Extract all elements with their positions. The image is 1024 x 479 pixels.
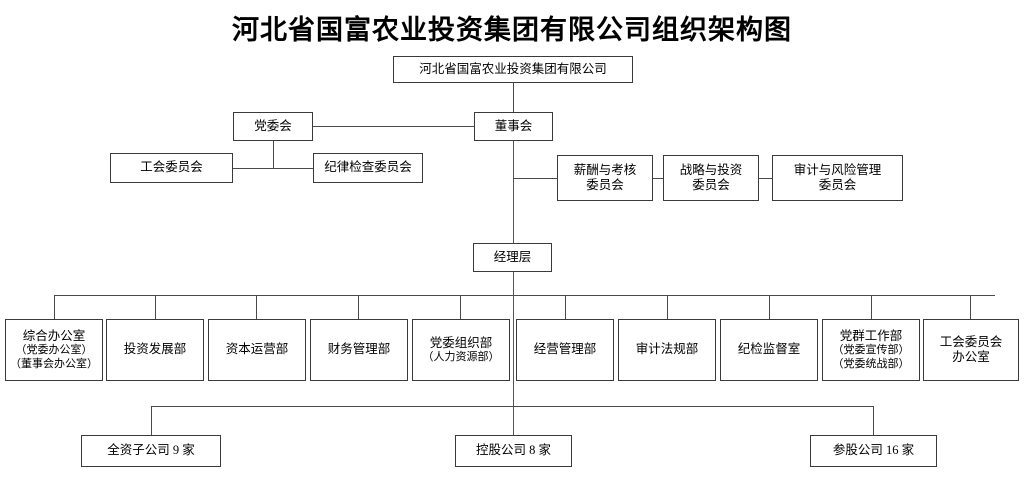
node-sub2-line1: 控股公司 8 家 <box>475 443 551 458</box>
connector-party-children-bar <box>233 168 313 169</box>
node-holding-companies[interactable]: 控股公司 8 家 <box>455 435 572 467</box>
node-strategy-line2: 委员会 <box>692 178 730 192</box>
node-dept-party-mass-work[interactable]: 党群工作部 （党委宣传部） （党委统战部） <box>822 319 920 381</box>
node-dept10-line1: 工会委员会 <box>939 334 1003 349</box>
node-strategy-investment-committee[interactable]: 战略与投资 委员会 <box>663 155 759 201</box>
node-wholly-owned-subsidiaries[interactable]: 全资子公司 9 家 <box>81 435 221 467</box>
node-audit-risk-line2: 委员会 <box>818 178 857 192</box>
node-labor-union-committee[interactable]: 工会委员会 <box>110 153 233 183</box>
connector-drop-sub1 <box>151 406 152 435</box>
node-dept6-line1: 经营管理部 <box>533 342 597 357</box>
connector-management-stem <box>513 272 514 295</box>
node-company-line1: 河北省国富农业投资集团有限公司 <box>419 61 607 76</box>
node-party-committee[interactable]: 党委会 <box>233 112 313 141</box>
connector-board-spine <box>513 141 514 245</box>
connector-department-bar <box>54 295 995 296</box>
node-labor-union-line1: 工会委员会 <box>140 160 203 175</box>
node-dept1-line1: 综合办公室 <box>22 328 86 343</box>
node-equity-participation-companies[interactable]: 参股公司 16 家 <box>810 435 937 467</box>
node-dept-capital-operation[interactable]: 资本运营部 <box>208 319 306 381</box>
node-dept-investment-development[interactable]: 投资发展部 <box>106 319 204 381</box>
node-board-line1: 董事会 <box>494 118 533 133</box>
connector-subsidiary-bar <box>151 406 873 407</box>
node-management-line1: 经理层 <box>493 249 532 264</box>
connector-drop-dept8 <box>769 295 770 319</box>
node-compensation-line2: 委员会 <box>586 178 624 192</box>
connector-drop-dept5 <box>460 295 461 319</box>
connector-drop-dept7 <box>667 295 668 319</box>
connector-drop-dept1 <box>54 295 55 319</box>
node-party-committee-line1: 党委会 <box>254 118 292 133</box>
node-audit-risk-committee[interactable]: 审计与风险管理 委员会 <box>772 155 903 201</box>
node-dept-union-office[interactable]: 工会委员会 办公室 <box>923 319 1019 381</box>
connector-board-to-party <box>313 126 474 127</box>
node-dept5-line1: 党委组织部 <box>429 335 493 350</box>
connector-board-to-committees <box>513 178 557 179</box>
node-sub3-line1: 参股公司 16 家 <box>832 443 915 458</box>
node-discipline-inspection-committee[interactable]: 纪律检查委员会 <box>313 153 423 183</box>
page-title: 河北省国富农业投资集团有限公司组织架构图 <box>232 15 792 45</box>
node-dept7-line1: 审计法规部 <box>635 342 699 357</box>
connector-party-stem <box>273 141 274 168</box>
node-dept5-line2: （人力资源部） <box>422 350 500 363</box>
node-dept-financial-management[interactable]: 财务管理部 <box>310 319 408 381</box>
node-dept1-line2: （党委办公室） <box>15 344 93 357</box>
connector-drop-sub3 <box>873 406 874 435</box>
connector-drop-dept10 <box>970 295 971 319</box>
connector-committee-link-2 <box>759 178 772 179</box>
node-dept9-line1: 党群工作部 <box>839 328 903 343</box>
connector-spine-to-subsidiaries <box>513 295 514 435</box>
node-dept-general-office[interactable]: 综合办公室 （党委办公室） （董事会办公室） <box>5 319 103 381</box>
node-audit-risk-line1: 审计与风险管理 <box>793 162 882 177</box>
node-dept9-line2: （党委宣传部） <box>832 344 910 357</box>
node-strategy-line1: 战略与投资 <box>679 162 743 177</box>
node-company[interactable]: 河北省国富农业投资集团有限公司 <box>393 56 633 83</box>
node-dept8-line1: 纪检监督室 <box>737 342 801 357</box>
node-dept1-line3: （董事会办公室） <box>10 357 98 370</box>
node-dept10-line2: 办公室 <box>952 350 990 364</box>
node-dept9-line3: （党委统战部） <box>832 357 910 370</box>
node-dept-party-organization[interactable]: 党委组织部 （人力资源部） <box>412 319 510 381</box>
node-dept-discipline-supervision[interactable]: 纪检监督室 <box>720 319 818 381</box>
connector-company-to-board <box>513 83 514 112</box>
node-management-layer[interactable]: 经理层 <box>473 243 552 272</box>
node-discipline-line1: 纪律检查委员会 <box>324 160 412 175</box>
connector-drop-dept3 <box>256 295 257 319</box>
connector-drop-dept2 <box>155 295 156 319</box>
connector-drop-dept6 <box>565 295 566 319</box>
node-dept4-line1: 财务管理部 <box>327 342 391 357</box>
node-board-of-directors[interactable]: 董事会 <box>474 112 553 141</box>
connector-drop-dept4 <box>358 295 359 319</box>
node-dept-audit-regulation[interactable]: 审计法规部 <box>618 319 716 381</box>
node-sub1-line1: 全资子公司 9 家 <box>107 443 195 458</box>
node-compensation-committee[interactable]: 薪酬与考核 委员会 <box>557 155 653 201</box>
node-dept2-line1: 投资发展部 <box>123 342 187 357</box>
node-compensation-line1: 薪酬与考核 <box>573 162 637 177</box>
connector-drop-dept9 <box>871 295 872 319</box>
connector-committee-link-1 <box>653 178 663 179</box>
node-dept-business-management[interactable]: 经营管理部 <box>516 319 614 381</box>
node-dept3-line1: 资本运营部 <box>225 342 289 357</box>
